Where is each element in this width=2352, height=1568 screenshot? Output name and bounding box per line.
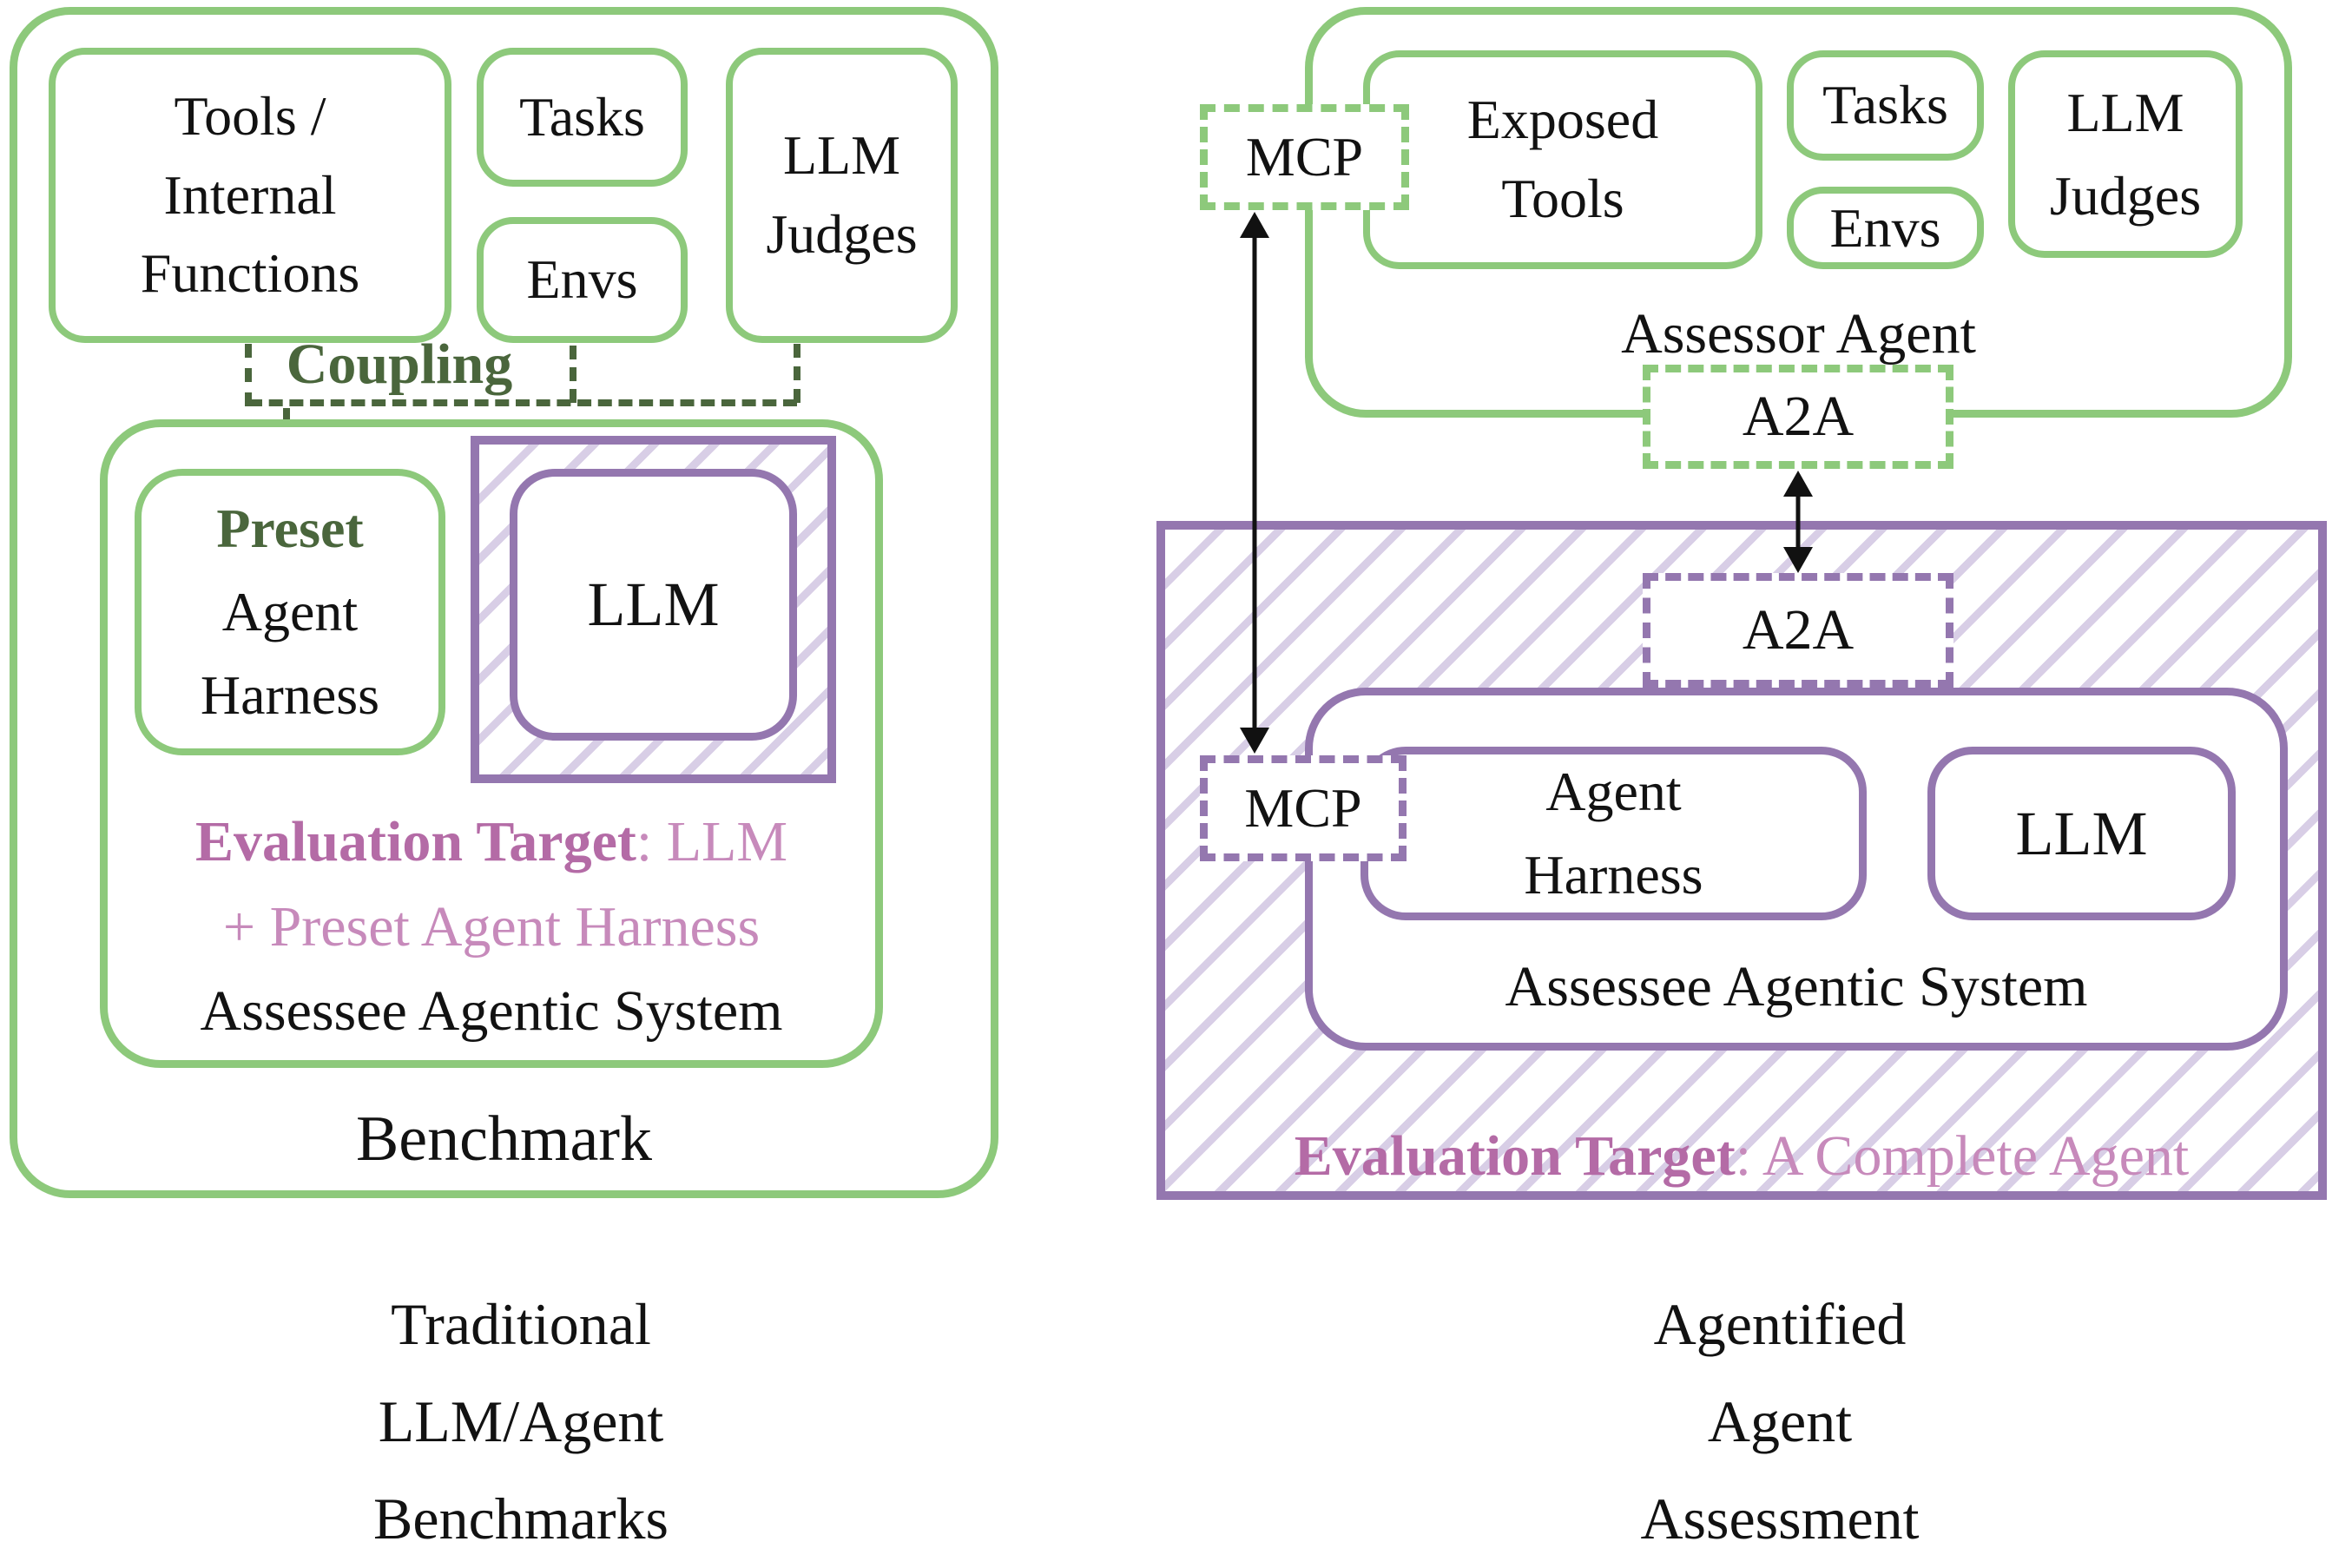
evaluation-target-line2-left: + Preset Agent Harness — [100, 895, 883, 959]
right-caption-line: Agent — [1707, 1388, 1853, 1454]
exposed-tools-box: Exposed Tools — [1363, 50, 1762, 269]
assessor-agent-label: Assessor Agent — [1305, 302, 2292, 366]
left-caption-line: LLM/Agent — [378, 1388, 664, 1454]
a2a-arrow-down-head-icon — [1783, 547, 1813, 573]
evaluation-target-bold-right: Evaluation Target — [1294, 1123, 1736, 1188]
assessee-system-text-left: Assessee Agentic System — [200, 978, 783, 1043]
llm-box-right: LLM — [1927, 747, 2236, 920]
llm-judges-box-left: LLM Judges — [726, 48, 958, 343]
coupling-connector-envs — [570, 346, 576, 403]
agent-harness-box: Agent Harness — [1360, 747, 1867, 920]
preset-harness-label: Harness — [200, 664, 380, 726]
a2a-arrow-shaft — [1795, 484, 1801, 559]
mcp-arrow-shaft — [1252, 226, 1257, 740]
llm-judges-line-right: LLM — [2066, 81, 2184, 143]
envs-box-right: Envs — [1787, 187, 1984, 269]
envs-label-right: Envs — [1829, 196, 1941, 259]
coupling-label: Coupling — [234, 332, 564, 398]
mcp-arrow-down-head-icon — [1240, 728, 1269, 754]
benchmark-label: Benchmark — [10, 1104, 998, 1175]
right-caption-line: Assessment — [1640, 1486, 1920, 1552]
left-caption-line: Benchmarks — [373, 1486, 669, 1552]
envs-box-left: Envs — [477, 217, 688, 343]
tasks-box-right: Tasks — [1787, 50, 1984, 161]
agent-harness-line: Harness — [1524, 844, 1703, 906]
mcp-box-assessee: MCP — [1200, 755, 1407, 861]
llm-box-left: LLM — [510, 469, 797, 741]
preset-agent-harness-box: Preset Agent Harness — [135, 469, 445, 755]
right-caption-line: Agentified — [1653, 1291, 1907, 1357]
assessee-system-text-right: Assessee Agentic System — [1505, 954, 2088, 1018]
llm-judges-line-right: Judges — [2049, 164, 2202, 227]
evaluation-target-bold-left: Evaluation Target — [194, 809, 636, 873]
coupling-text: Coupling — [286, 333, 513, 396]
right-figure-caption: Agentified Agent Assessment — [1519, 1275, 2040, 1567]
assessee-system-label-left: Assessee Agentic System — [100, 979, 883, 1043]
benchmark-text: Benchmark — [355, 1103, 653, 1175]
assessor-agent-text: Assessor Agent — [1621, 301, 1976, 366]
envs-label-left: Envs — [526, 248, 638, 311]
assessee-system-label-right: Assessee Agentic System — [1305, 955, 2288, 1018]
tasks-box-left: Tasks — [477, 48, 688, 187]
a2a-label-assessor: A2A — [1742, 384, 1855, 448]
mcp-label-assessee: MCP — [1244, 776, 1362, 839]
mcp-label-assessor: MCP — [1245, 125, 1364, 188]
left-figure-caption: Traditional LLM/Agent Benchmarks — [260, 1275, 781, 1567]
tools-internal-functions-box: Tools / Internal Functions — [49, 48, 451, 343]
a2a-connection-arrow — [1782, 471, 1814, 573]
coupling-connector-judges — [794, 344, 800, 403]
llm-judges-box-right: LLM Judges — [2008, 50, 2243, 258]
a2a-label-assessee: A2A — [1742, 597, 1855, 662]
mcp-connection-arrow — [1239, 212, 1270, 754]
mcp-arrow-up-head-icon — [1240, 212, 1269, 238]
tools-box-line: Functions — [140, 242, 360, 305]
evaluation-target-line1-left: Evaluation Target: LLM — [100, 810, 883, 873]
llm-judges-line-left: Judges — [766, 203, 918, 265]
a2a-box-assessee: A2A — [1643, 573, 1953, 688]
llm-label-left: LLM — [587, 570, 720, 640]
a2a-box-assessor: A2A — [1643, 365, 1953, 469]
coupling-connector-tools — [245, 344, 252, 406]
evaluation-target-rest-left: : LLM — [636, 809, 788, 873]
tasks-label-right: Tasks — [1822, 74, 1948, 136]
exposed-tools-line: Tools — [1501, 168, 1624, 229]
coupling-connector-horizontal — [248, 399, 797, 406]
mcp-box-assessor: MCP — [1200, 104, 1409, 210]
agent-harness-line: Agent — [1545, 761, 1682, 822]
exposed-tools-line: Exposed — [1466, 89, 1659, 151]
left-caption-line: Traditional — [391, 1291, 651, 1357]
a2a-arrow-up-head-icon — [1783, 471, 1813, 497]
llm-judges-line-left: LLM — [782, 124, 901, 187]
evaluation-target-line2-text: + Preset Agent Harness — [222, 894, 761, 959]
evaluation-target-line-right: Evaluation Target: A Complete Agent — [1156, 1124, 2327, 1188]
tools-box-line: Internal — [163, 163, 337, 226]
llm-label-right: LLM — [2015, 798, 2148, 868]
evaluation-target-rest-right: : A Complete Agent — [1735, 1123, 2190, 1188]
preset-label: Preset — [216, 497, 364, 559]
tasks-label-left: Tasks — [519, 85, 645, 148]
preset-agent-label: Agent — [221, 581, 359, 642]
tools-box-line: Tools / — [174, 84, 326, 147]
